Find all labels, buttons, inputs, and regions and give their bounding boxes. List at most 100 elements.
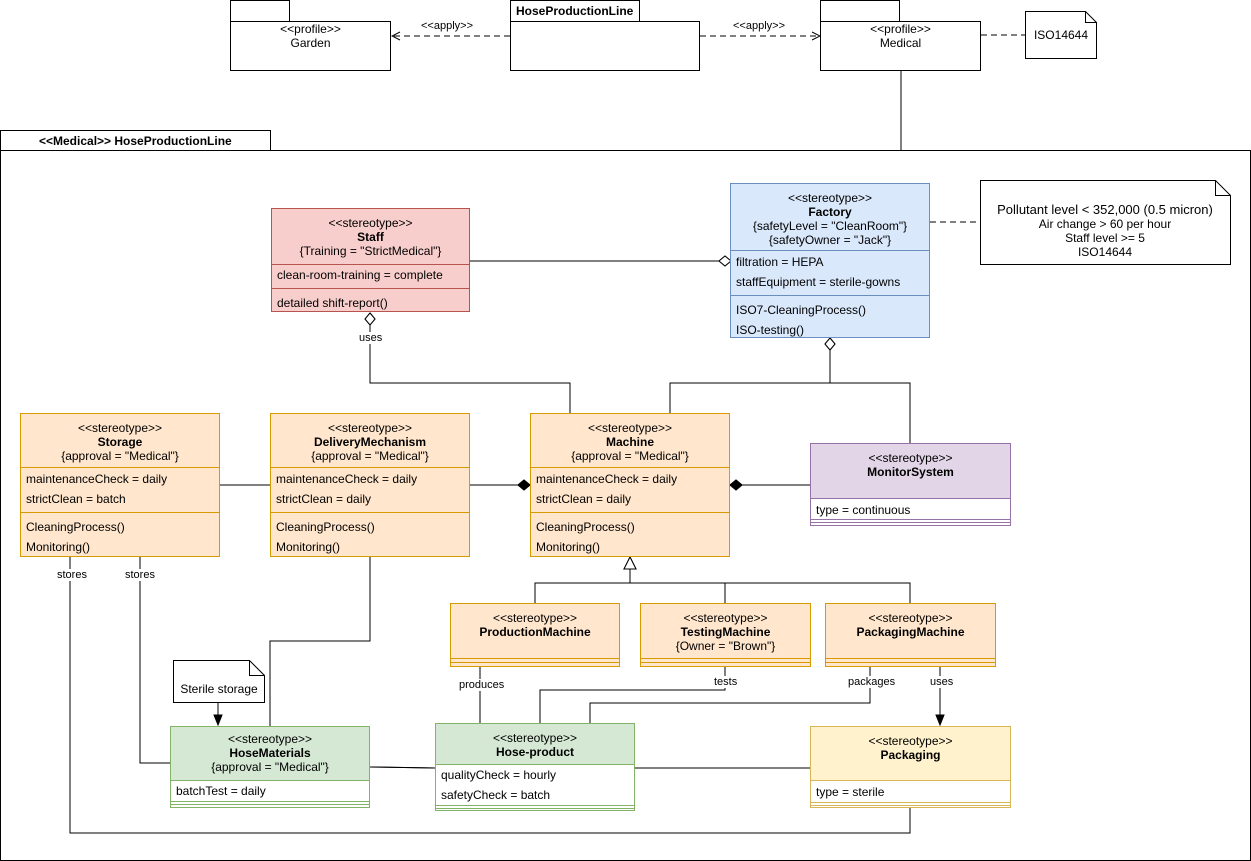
packages-label: packages [847,676,897,688]
monitor-divider-1 [811,498,1010,499]
delivery-attribute-clean: strictClean = daily [276,492,372,506]
hose-product-divider-2 [436,805,634,806]
hose-materials-divider-3 [171,804,369,805]
testing-stereotype: <<stereotype>> [683,611,768,625]
monitor-stereotype: <<stereotype>> [868,451,953,465]
monitor-divider-3 [811,522,1010,523]
delivery-operation-cleaning: CleaningProcess() [276,520,375,534]
packaging-name: Packaging [880,748,941,762]
machine-operation-monitoring: Monitoring() [536,540,601,554]
staff-attribute: clean-room-training = complete [277,268,443,282]
staff-divider-2 [272,288,469,289]
packaging-class[interactable]: <<stereotype>> Packaging type = sterile [810,726,1011,808]
delivery-stereotype: <<stereotype>> [327,421,413,435]
hose-materials-name: HoseMaterials [229,746,311,760]
testing-name: TestingMachine [680,625,771,639]
sterile-note-shape [173,660,265,703]
packaging-machine-stereotype: <<stereotype>> [868,611,953,625]
staff-stereotype: <<stereotype>> [328,216,413,230]
packaging-machine-divider-1 [826,658,995,659]
hose-materials-class[interactable]: <<stereotype>> HoseMaterials {approval =… [170,726,370,808]
hose-product-divider-3 [436,808,634,809]
machine-attribute-maintenance: maintenanceCheck = daily [536,472,678,486]
monitor-body [811,499,1010,525]
machine-tag: {approval = "Medical"} [571,449,689,463]
monitor-attribute-type: type = continuous [816,503,911,517]
storage-attribute-maintenance: maintenanceCheck = daily [26,472,168,486]
machine-divider-2 [531,512,729,513]
main-package-tab: <<Medical>> HoseProductionLine [0,130,271,151]
factory-divider-2 [731,295,929,296]
staff-operation: detailed shift-report() [277,296,388,310]
packaging-divider-1 [811,780,1010,781]
delivery-name: DeliveryMechanism [313,435,427,449]
hose-materials-divider-1 [171,780,369,781]
hose-product-attribute-safety: safetyCheck = batch [441,788,551,802]
factory-note: Pollutant level < 352,000 (0.5 micron) A… [980,203,1230,260]
garden-profile-package[interactable]: <<profile>> Garden [230,21,391,71]
packaging-machine-name: PackagingMachine [856,625,965,639]
storage-name: Storage [97,435,143,449]
storage-class[interactable]: <<stereotype>> Storage {approval = "Medi… [20,413,220,557]
hpl-package-tab: HoseProductionLine [510,0,640,22]
testing-tag: {Owner = "Brown"} [675,639,776,653]
staff-name: Staff [357,230,384,244]
monitor-system-class[interactable]: <<stereotype>> MonitorSystem type = cont… [810,443,1011,526]
garden-stereotype: <<profile>> [280,22,341,36]
storage-operation-cleaning: CleaningProcess() [26,520,125,534]
hose-product-class[interactable]: <<stereotype>> Hose-product qualityCheck… [435,723,635,811]
factory-note-staff: Staff level >= 5 [1065,231,1145,245]
machine-name: Machine [605,435,654,449]
hose-materials-attribute-batch: batchTest = daily [176,784,266,798]
apply-right-label: <<apply>> [732,20,786,32]
hose-product-body [436,765,634,810]
machine-attribute-clean: strictClean = daily [536,492,632,506]
hose-product-attribute-quality: qualityCheck = hourly [441,768,557,782]
sterile-note-text: Sterile storage [180,682,258,696]
factory-note-air: Air change > 60 per hour [1038,217,1172,231]
machine-class[interactable]: <<stereotype>> Machine {approval = "Medi… [530,413,730,557]
medical-profile-package[interactable]: <<profile>> Medical [820,21,981,71]
hpl-package[interactable] [510,21,700,71]
testing-machine-class[interactable]: <<stereotype>> TestingMachine {Owner = "… [640,603,811,667]
delivery-mechanism-class[interactable]: <<stereotype>> DeliveryMechanism {approv… [270,413,470,557]
packaging-machine-divider-2 [826,662,995,663]
factory-attribute-equipment: staffEquipment = sterile-gowns [736,275,901,289]
factory-attribute-filtration: filtration = HEPA [736,255,824,269]
delivery-header: <<stereotype>> DeliveryMechanism {approv… [271,414,469,463]
staff-class[interactable]: <<stereotype>> Staff {Training = "Strict… [271,208,470,312]
staff-header: <<stereotype>> Staff {Training = "Strict… [272,209,469,258]
storage-stereotype: <<stereotype>> [77,421,163,435]
packaging-divider-2 [811,802,1010,803]
delivery-divider-1 [271,467,469,468]
factory-note-iso: ISO14644 [1077,245,1133,259]
monitor-divider-2 [811,519,1010,520]
packaging-stereotype: <<stereotype>> [868,734,953,748]
packaging-header: <<stereotype>> Packaging [811,727,1010,762]
iso-note-text: ISO14644 [1033,28,1089,42]
staff-uses-label: uses [358,332,384,344]
garden-name: Garden [290,36,331,50]
produces-label: produces [458,679,506,691]
medical-package-tab [820,0,900,22]
machine-operation-cleaning: CleaningProcess() [536,520,635,534]
packaging-machine-class[interactable]: <<stereotype>> PackagingMachine [825,603,996,667]
hose-product-header: <<stereotype>> Hose-product [436,724,634,759]
storage-header: <<stereotype>> Storage {approval = "Medi… [21,414,219,463]
storage-operation-monitoring: Monitoring() [26,540,91,554]
factory-class[interactable]: <<stereotype>> Factory {safetyLevel = "C… [730,183,930,338]
monitor-name: MonitorSystem [867,465,954,479]
testing-divider-1 [641,658,810,659]
hose-materials-divider-2 [171,801,369,802]
hose-materials-stereotype: <<stereotype>> [227,732,313,746]
garden-package-tab [230,0,290,22]
machine-divider-1 [531,467,729,468]
factory-operation-cleaning: ISO7-CleaningProcess() [736,303,867,317]
factory-tag-safety-level: {safetyLevel = "CleanRoom"} [752,219,908,233]
production-divider-2 [451,662,619,663]
production-machine-class[interactable]: <<stereotype>> ProductionMachine [450,603,620,667]
hose-materials-body [171,781,369,807]
factory-header: <<stereotype>> Factory {safetyLevel = "C… [731,184,929,247]
storage-tag: {approval = "Medical"} [61,449,179,463]
hose-materials-tag: {approval = "Medical"} [211,760,329,774]
